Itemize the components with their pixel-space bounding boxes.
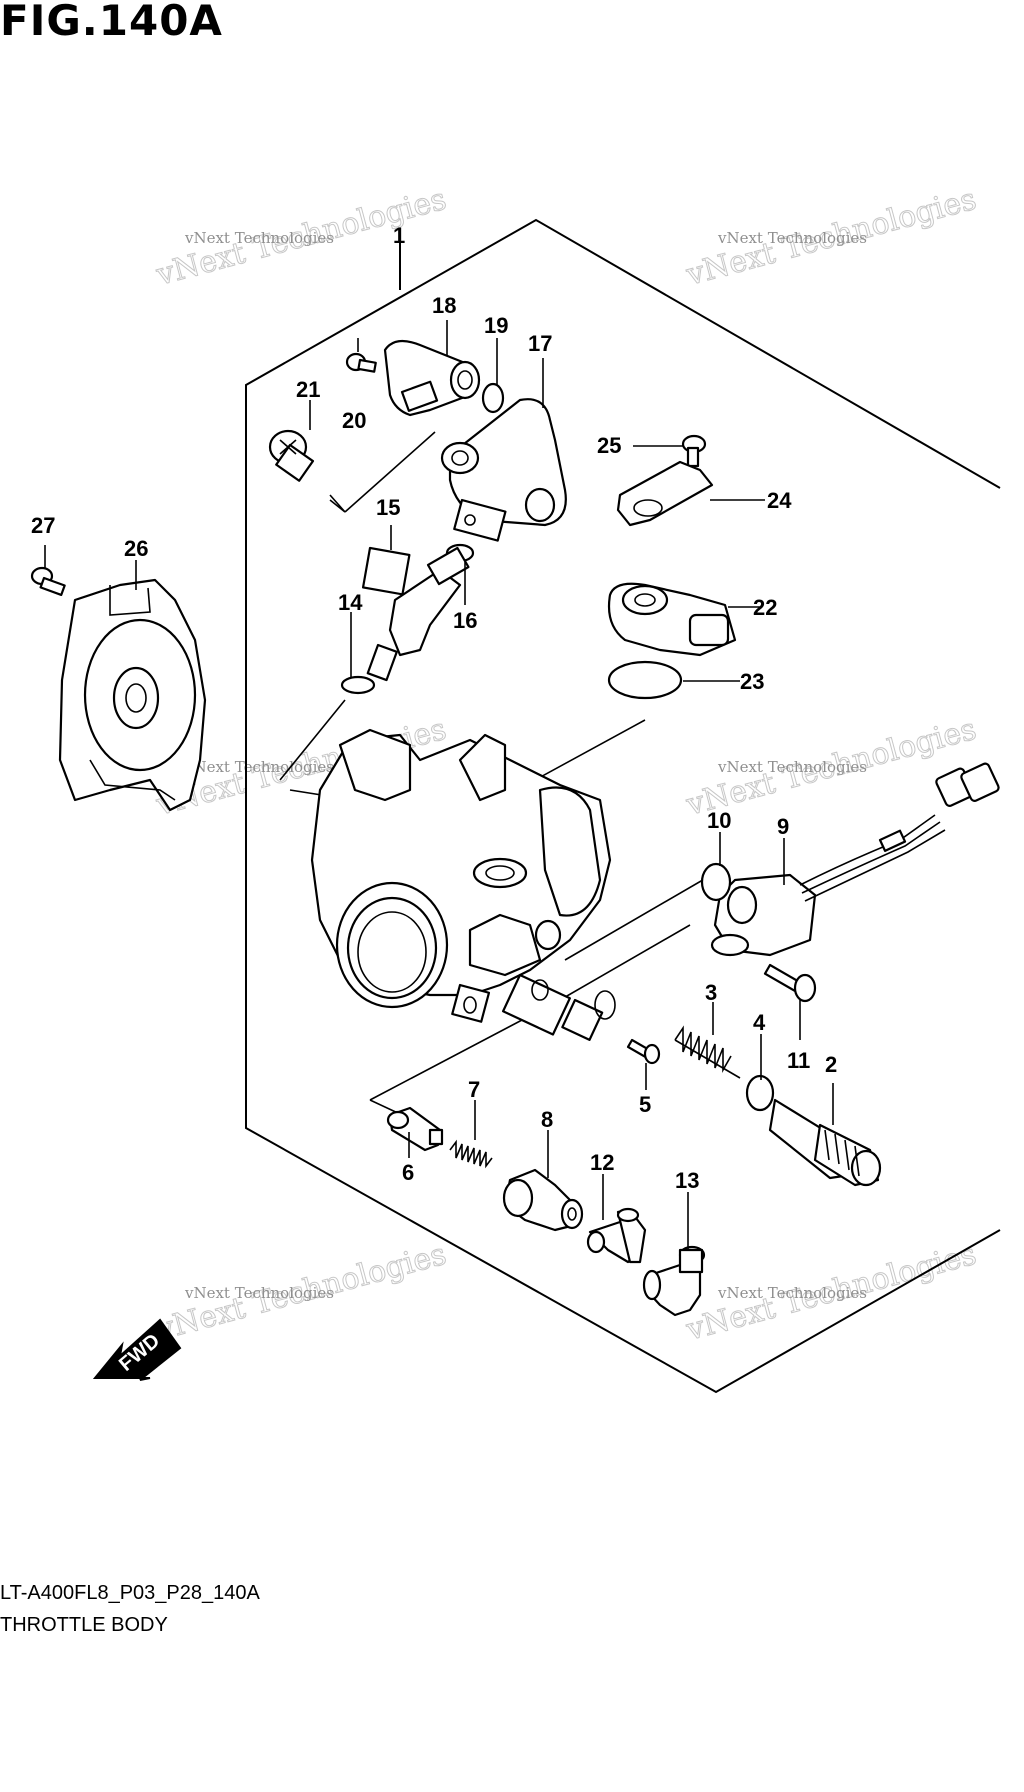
cap-part-21 xyxy=(268,429,315,482)
bolt-part-27 xyxy=(30,566,66,597)
callout-22: 22 xyxy=(753,595,777,620)
projection-line xyxy=(564,869,721,961)
screw-part-20 xyxy=(345,352,377,373)
callout-4: 4 xyxy=(753,1010,766,1035)
callout-1: 1 xyxy=(393,223,405,248)
callout-9: 9 xyxy=(777,814,789,839)
callout-20: 20 xyxy=(342,408,366,433)
callout-6: 6 xyxy=(402,1160,414,1185)
callout-12: 12 xyxy=(590,1150,614,1175)
callout-16: 16 xyxy=(453,608,477,633)
callout-17: 17 xyxy=(528,331,552,356)
figure-code: LT-A400FL8_P03_P28_140A xyxy=(0,1582,260,1604)
callout-3: 3 xyxy=(705,980,717,1005)
callout-5: 5 xyxy=(639,1092,651,1117)
callout-13: 13 xyxy=(675,1168,699,1193)
screw-part-11 xyxy=(763,963,817,1003)
callout-8: 8 xyxy=(541,1107,553,1132)
callout-25: 25 xyxy=(597,433,621,458)
hose-part-12 xyxy=(586,1207,647,1264)
watermark-text: vNext Technologies xyxy=(717,758,867,776)
o-ring-part-10 xyxy=(700,862,732,902)
projection-line xyxy=(279,699,346,781)
callout-15: 15 xyxy=(376,495,400,520)
bracket-part-24 xyxy=(616,460,714,527)
assembly-outline xyxy=(245,218,1001,1394)
o-ring-part-14 xyxy=(340,675,376,695)
joint-part-18 xyxy=(383,339,481,417)
o-ring-part-4 xyxy=(745,1074,775,1112)
spring-part-3 xyxy=(674,1025,741,1079)
pin-part-6 xyxy=(386,1106,444,1152)
nut-part-8 xyxy=(502,1168,584,1232)
fwd-arrow-icon: FWD xyxy=(92,1318,182,1381)
delivery-pipe-part-17 xyxy=(440,398,567,542)
o-ring-part-19 xyxy=(481,382,505,414)
figure-title: FIG.140A xyxy=(0,0,223,45)
spring-part-7 xyxy=(449,1139,493,1169)
callout-labels: 1 2 3 4 5 6 7 8 9 10 11 12 13 14 15 16 1… xyxy=(31,223,837,1193)
leader-line xyxy=(329,494,346,513)
elbow-part-13 xyxy=(642,1245,706,1317)
callout-11: 11 xyxy=(787,1048,810,1073)
callout-2: 2 xyxy=(825,1052,837,1077)
figure-name: THROTTLE BODY xyxy=(0,1614,168,1636)
projection-line xyxy=(559,924,691,1001)
watermark-text: vNext Technologies xyxy=(717,229,867,247)
callout-21: 21 xyxy=(296,377,320,402)
callout-14: 14 xyxy=(338,590,363,615)
callout-26: 26 xyxy=(124,536,148,561)
callout-7: 7 xyxy=(468,1077,480,1102)
callout-27: 27 xyxy=(31,513,55,538)
screw-part-25 xyxy=(681,434,707,468)
callout-19: 19 xyxy=(484,313,508,338)
screw-part-5 xyxy=(626,1038,661,1065)
tp-sensor-part-9 xyxy=(710,762,1000,957)
watermark-text: vNext Technologies xyxy=(184,229,334,247)
injector-part-15 xyxy=(361,546,470,682)
callout-23: 23 xyxy=(740,669,764,694)
leader-lines xyxy=(44,320,834,1250)
watermark-text: vNext Technologies xyxy=(717,1284,867,1302)
callout-10: 10 xyxy=(707,808,731,833)
projection-line xyxy=(344,431,436,513)
throttle-body-main xyxy=(310,728,616,1041)
cover-part-26 xyxy=(58,578,207,812)
o-ring-part-23 xyxy=(607,660,683,700)
adjust-screw-part-2 xyxy=(768,1098,882,1187)
callout-24: 24 xyxy=(767,488,792,513)
callout-18: 18 xyxy=(432,293,456,318)
watermark-text: vNext Technologies xyxy=(184,758,334,776)
sensor-part-22 xyxy=(607,582,737,657)
watermark-text: vNext Technologies xyxy=(184,1284,334,1302)
